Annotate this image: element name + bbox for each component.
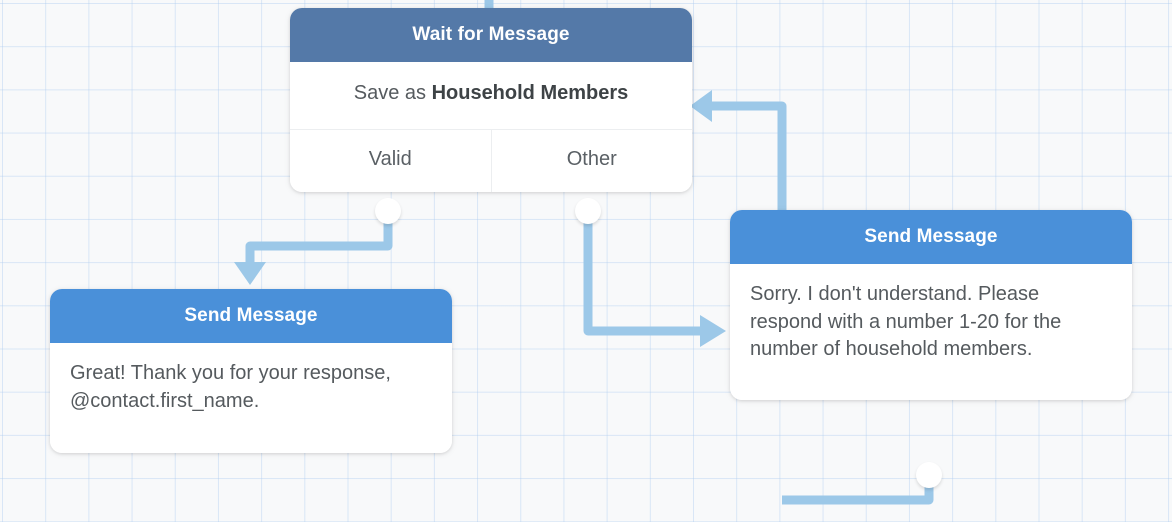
connector-valid-to-success — [245, 210, 393, 262]
node-send-retry-port-out[interactable] — [916, 462, 942, 488]
node-send-message-success[interactable]: Send Message Great! Thank you for your r… — [50, 289, 452, 454]
connector-retry-loopback-top — [712, 101, 787, 210]
node-wait-exit-valid[interactable]: Valid — [368, 147, 412, 170]
node-send-retry-header: Send Message — [730, 210, 1132, 264]
node-wait-body: Save as Household Members — [290, 62, 692, 129]
node-wait-exits: Valid Other — [290, 128, 693, 192]
node-send-success-header: Send Message — [50, 289, 452, 343]
node-wait-result-name: Household Members — [431, 82, 629, 104]
node-wait-header: Wait for Message — [290, 8, 692, 62]
node-send-retry-body: Sorry. I don't understand. Please respon… — [750, 283, 1062, 361]
connector-retry-loopback-bottom — [782, 478, 934, 505]
node-wait-exit-other[interactable]: Other — [490, 129, 693, 192]
node-wait-port-valid[interactable] — [375, 198, 401, 224]
node-send-success-body: Great! Thank you for your response, @con… — [70, 362, 391, 412]
node-wait-save-as-prefix: Save as — [353, 82, 432, 104]
node-wait-port-other[interactable] — [575, 198, 601, 224]
connector-other-to-retry — [583, 210, 700, 336]
arrowhead-valid-to-success — [234, 262, 266, 285]
arrowhead-other-to-retry — [700, 315, 726, 347]
arrowhead-loopback-to-wait — [690, 90, 712, 122]
node-send-message-retry[interactable]: Send Message Sorry. I don't understand. … — [730, 210, 1132, 488]
node-wait-for-message[interactable]: Wait for Message Save as Household Membe… — [290, 8, 693, 224]
